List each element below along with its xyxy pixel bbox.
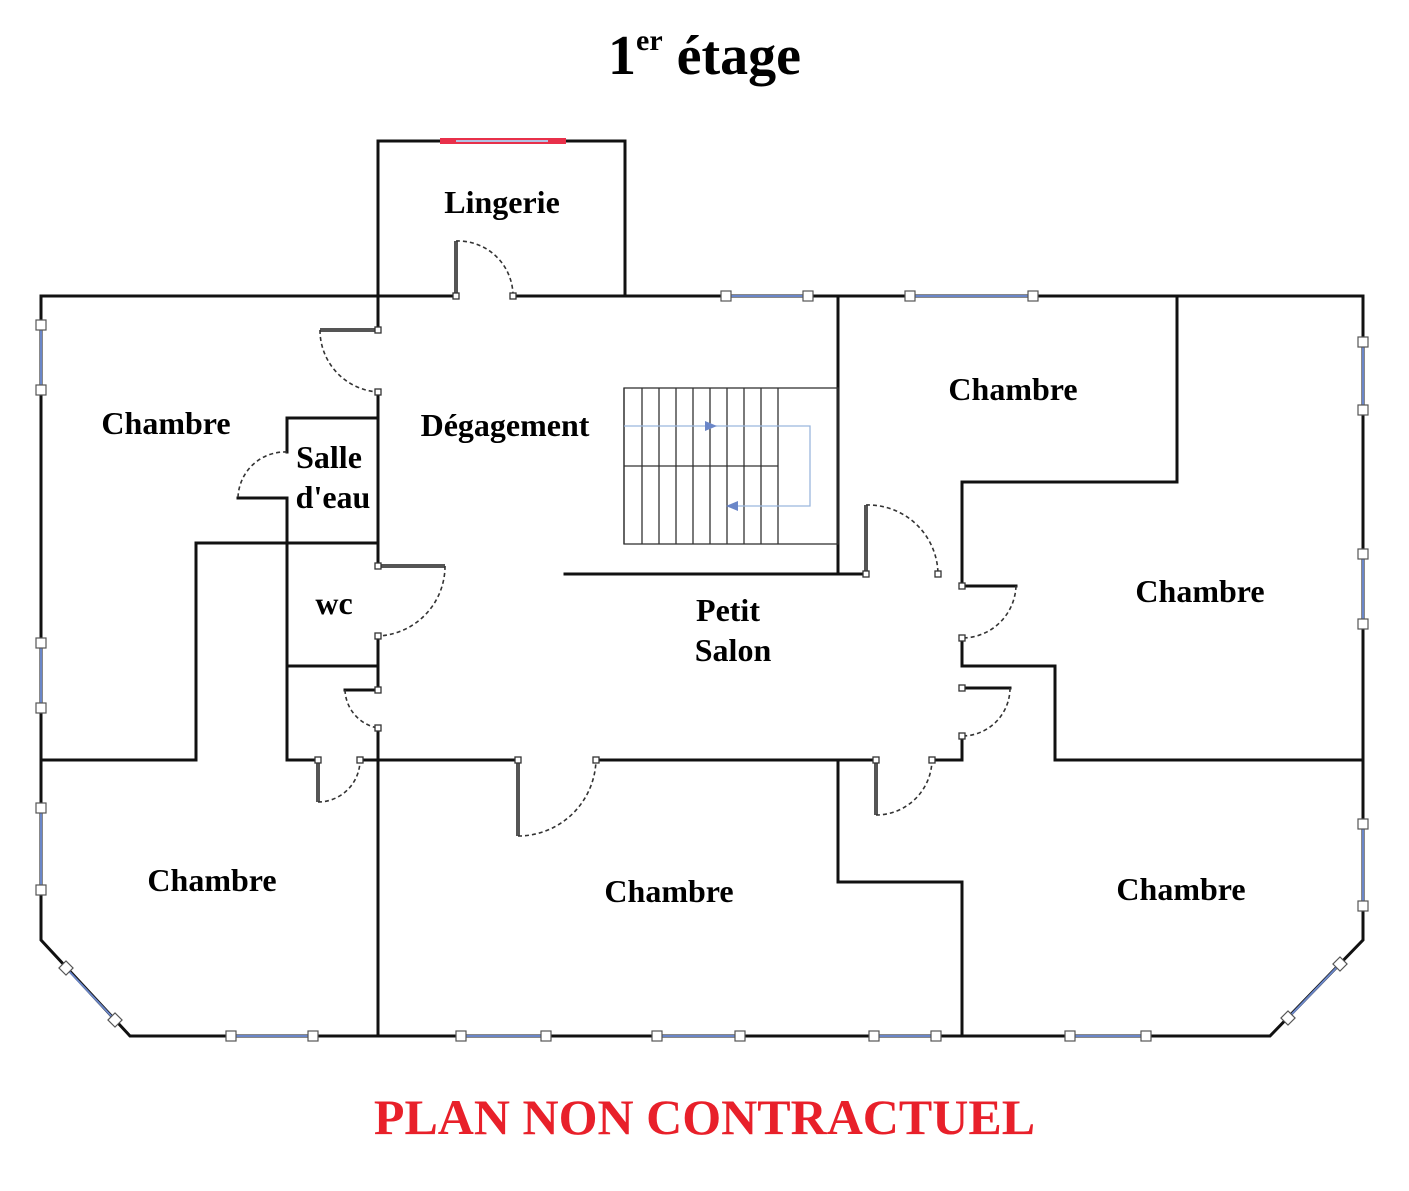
- room-labels: Lingerie Dégagement Chambre Chambre Sall…: [101, 184, 1264, 909]
- stair-arrow-up-icon: [705, 421, 717, 431]
- room-label-chambre-bottom-left: Chambre: [147, 862, 276, 898]
- door-jambs: [314, 292, 966, 764]
- stair-arrow-down-icon: [726, 501, 738, 511]
- room-label-chambre-bottom-right: Chambre: [1116, 871, 1245, 907]
- interior-walls: [39, 294, 1365, 1038]
- disclaimer-text: PLAN NON CONTRACTUEL: [373, 1089, 1036, 1145]
- room-label-lingerie: Lingerie: [444, 184, 560, 220]
- room-label-chambre-top-right: Chambre: [948, 371, 1077, 407]
- floor-ordinal-suffix: er: [636, 24, 663, 58]
- room-label-chambre-bottom-center: Chambre: [604, 873, 733, 909]
- windows: [35, 138, 1369, 1042]
- room-label-salle-deau-line1: Salle: [296, 439, 362, 475]
- staircase: [623, 387, 839, 545]
- room-label-wc: wc: [315, 585, 352, 621]
- room-label-degagement: Dégagement: [421, 407, 590, 443]
- floor-number: 1: [608, 25, 636, 87]
- room-label-petit-salon-line2: Salon: [695, 632, 772, 668]
- room-label-chambre-right-mid: Chambre: [1135, 573, 1264, 609]
- floor-title: 1er étage: [0, 25, 1409, 87]
- room-label-petit-salon-line1: Petit: [696, 592, 760, 628]
- room-label-salle-deau-line2: d'eau: [296, 479, 371, 515]
- room-label-chambre-left-top: Chambre: [101, 405, 230, 441]
- floor-word: étage: [662, 25, 801, 87]
- doors: [237, 240, 1017, 837]
